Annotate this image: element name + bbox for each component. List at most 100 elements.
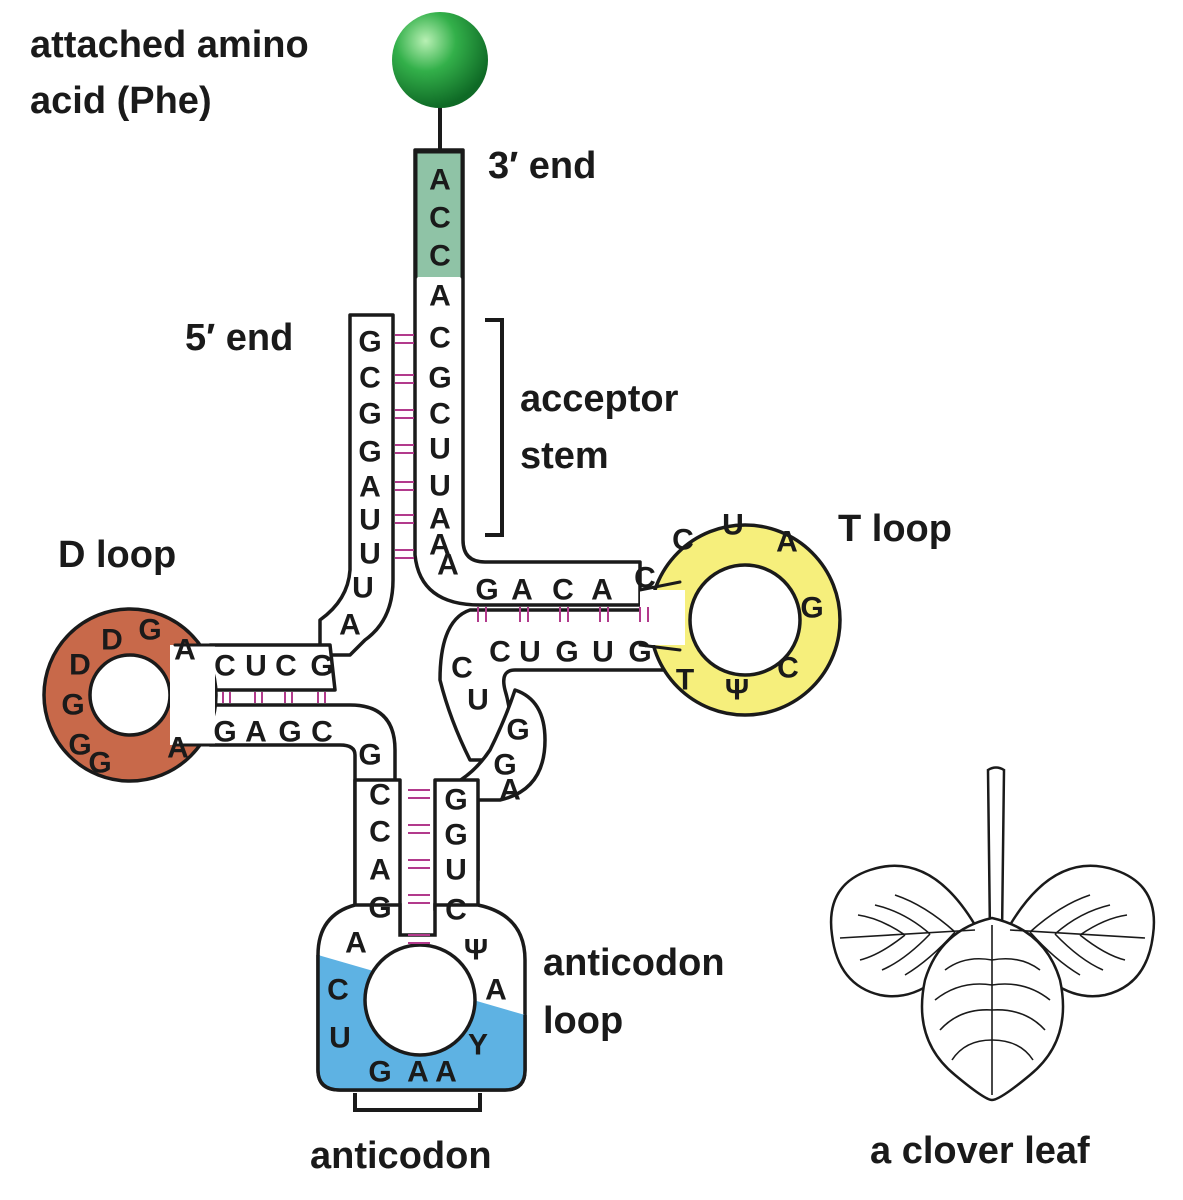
nucleotide-anticodon-stem-left: G <box>358 739 381 772</box>
nucleotide-d-loop: G <box>68 729 91 762</box>
nucleotide-anticodon-stem-left: A <box>369 854 391 887</box>
nucleotide-three-prime-tail: C <box>429 240 451 273</box>
nucleotide-acceptor-5prime: G <box>358 436 381 469</box>
nucleotide-acceptor-3prime: C <box>429 322 451 355</box>
nucleotide-anticodon-stem-right: U <box>445 854 467 887</box>
nucleotide-three-prime-tail: C <box>429 202 451 235</box>
nucleotide-variable-loop: G <box>506 714 529 747</box>
clover-leaf-illustration <box>829 766 1156 1102</box>
three-prime-label: 3′ end <box>488 145 596 187</box>
nucleotide-acceptor-3prime: U <box>429 433 451 466</box>
nucleotide-acceptor-3prime: C <box>429 398 451 431</box>
amino-acid-label-2: acid (Phe) <box>30 80 212 122</box>
nucleotide-anticodon-loop: C <box>327 974 349 1007</box>
hbonds-t-stem <box>477 607 649 622</box>
anticodon-loop-label-1: anticodon <box>543 942 725 984</box>
nucleotide-d-loop: G <box>61 689 84 722</box>
backbone-5prime <box>318 313 395 657</box>
nucleotide-anticodon-loop: U <box>329 1022 351 1055</box>
d-loop-label: D loop <box>58 534 176 576</box>
hbonds-acceptor <box>395 334 414 559</box>
nucleotide-junction-2: A <box>437 549 459 582</box>
nucleotide-variable-loop: G <box>493 749 516 782</box>
nucleotide-variable-loop: U <box>467 684 489 717</box>
nucleotide-junction-1: U <box>352 572 374 605</box>
clover-leaf-label: a clover leaf <box>870 1130 1090 1172</box>
anticodon-bracket <box>353 1093 482 1112</box>
nucleotide-t-stem-top: C <box>552 574 574 607</box>
nucleotide-anticodon-loop: A <box>485 974 507 1007</box>
nucleotide-d-stem-bottom: G <box>213 716 236 749</box>
nucleotide-anticodon-stem-right: G <box>444 784 467 817</box>
nucleotide-t-stem-bottom: G <box>555 636 578 669</box>
five-prime-label: 5′ end <box>185 317 293 359</box>
nucleotide-acceptor-5prime: U <box>359 538 381 571</box>
acceptor-bracket <box>485 318 504 537</box>
nucleotide-t-stem-bottom: G <box>628 636 651 669</box>
nucleotide-t-loop: G <box>800 592 823 625</box>
anticodon-label: anticodon <box>310 1135 492 1177</box>
nucleotide-t-loop: Ψ <box>725 674 749 707</box>
nucleotide-acceptor-5prime: G <box>358 398 381 431</box>
amino-acid-ball <box>392 12 488 108</box>
nucleotide-d-loop: G <box>88 747 111 780</box>
nucleotide-anticodon-loop: G <box>368 1056 391 1089</box>
nucleotide-d-stem-top: C <box>275 650 297 683</box>
nucleotide-acceptor-5prime: G <box>358 326 381 359</box>
nucleotide-variable-loop: C <box>451 652 473 685</box>
nucleotide-d-loop: G <box>138 614 161 647</box>
nucleotide-t-loop: U <box>722 509 744 542</box>
nucleotide-t-stem-bottom: C <box>489 636 511 669</box>
nucleotide-anticodon-loop: A <box>345 927 367 960</box>
nucleotide-acceptor-3prime: G <box>428 362 451 395</box>
nucleotide-d-stem-bottom: G <box>278 716 301 749</box>
three-prime-end-box <box>416 152 462 277</box>
nucleotide-acceptor-3prime: U <box>429 470 451 503</box>
nucleotide-d-loop: D <box>101 624 123 657</box>
nucleotide-junction-1: A <box>339 609 361 642</box>
nucleotide-anticodon-stem-right: C <box>445 894 467 927</box>
nucleotide-anticodon-stem-left: C <box>369 779 391 812</box>
nucleotide-acceptor-5prime: C <box>359 362 381 395</box>
nucleotide-acceptor-3prime: A <box>429 529 451 562</box>
nucleotide-t-stem-top: A <box>511 574 533 607</box>
nucleotide-t-stem-top: G <box>475 574 498 607</box>
nucleotide-anticodon-loop: A <box>407 1056 429 1089</box>
t-loop <box>638 523 842 717</box>
hbonds-anticodon-stem <box>408 789 430 944</box>
hbonds-d-stem <box>222 692 326 703</box>
anticodon-loop <box>316 903 527 1092</box>
nucleotide-anticodon-loop: A <box>435 1056 457 1089</box>
acceptor-stem-label-1: acceptor <box>520 378 679 420</box>
nucleotide-t-stem-bottom: U <box>592 636 614 669</box>
nucleotide-d-stem-bottom: C <box>311 716 333 749</box>
acceptor-stem-label-2: stem <box>520 435 609 477</box>
nucleotide-t-loop: A <box>776 526 798 559</box>
nucleotide-t-loop: T <box>676 664 694 697</box>
nucleotide-d-stem-top: U <box>245 650 267 683</box>
nucleotide-anticodon-stem-left: C <box>369 816 391 849</box>
nucleotide-t-loop: C <box>777 652 799 685</box>
nucleotide-three-prime-tail: A <box>429 164 451 197</box>
nucleotide-three-prime-tail: A <box>429 280 451 313</box>
anticodon-loop-label-2: loop <box>543 1000 623 1042</box>
nucleotide-anticodon-loop: Ψ <box>464 934 488 967</box>
nucleotide-t-stem-bottom: U <box>519 636 541 669</box>
nucleotide-d-loop: A <box>167 732 189 765</box>
nucleotide-d-loop: A <box>174 634 196 667</box>
nucleotide-variable-loop: A <box>499 774 521 807</box>
nucleotide-acceptor-3prime: A <box>429 503 451 536</box>
nucleotide-t-stem-top: A <box>591 574 613 607</box>
nucleotide-d-loop: D <box>69 649 91 682</box>
nucleotide-acceptor-5prime: U <box>359 504 381 537</box>
nucleotide-anticodon-loop: Y <box>468 1029 488 1062</box>
nucleotide-d-stem-top: C <box>214 650 236 683</box>
nucleotide-anticodon-stem-left: G <box>368 892 391 925</box>
amino-acid-label-1: attached amino <box>30 24 309 66</box>
nucleotide-anticodon-stem-right: G <box>444 819 467 852</box>
d-loop <box>42 607 218 783</box>
t-loop-label: T loop <box>838 508 952 550</box>
